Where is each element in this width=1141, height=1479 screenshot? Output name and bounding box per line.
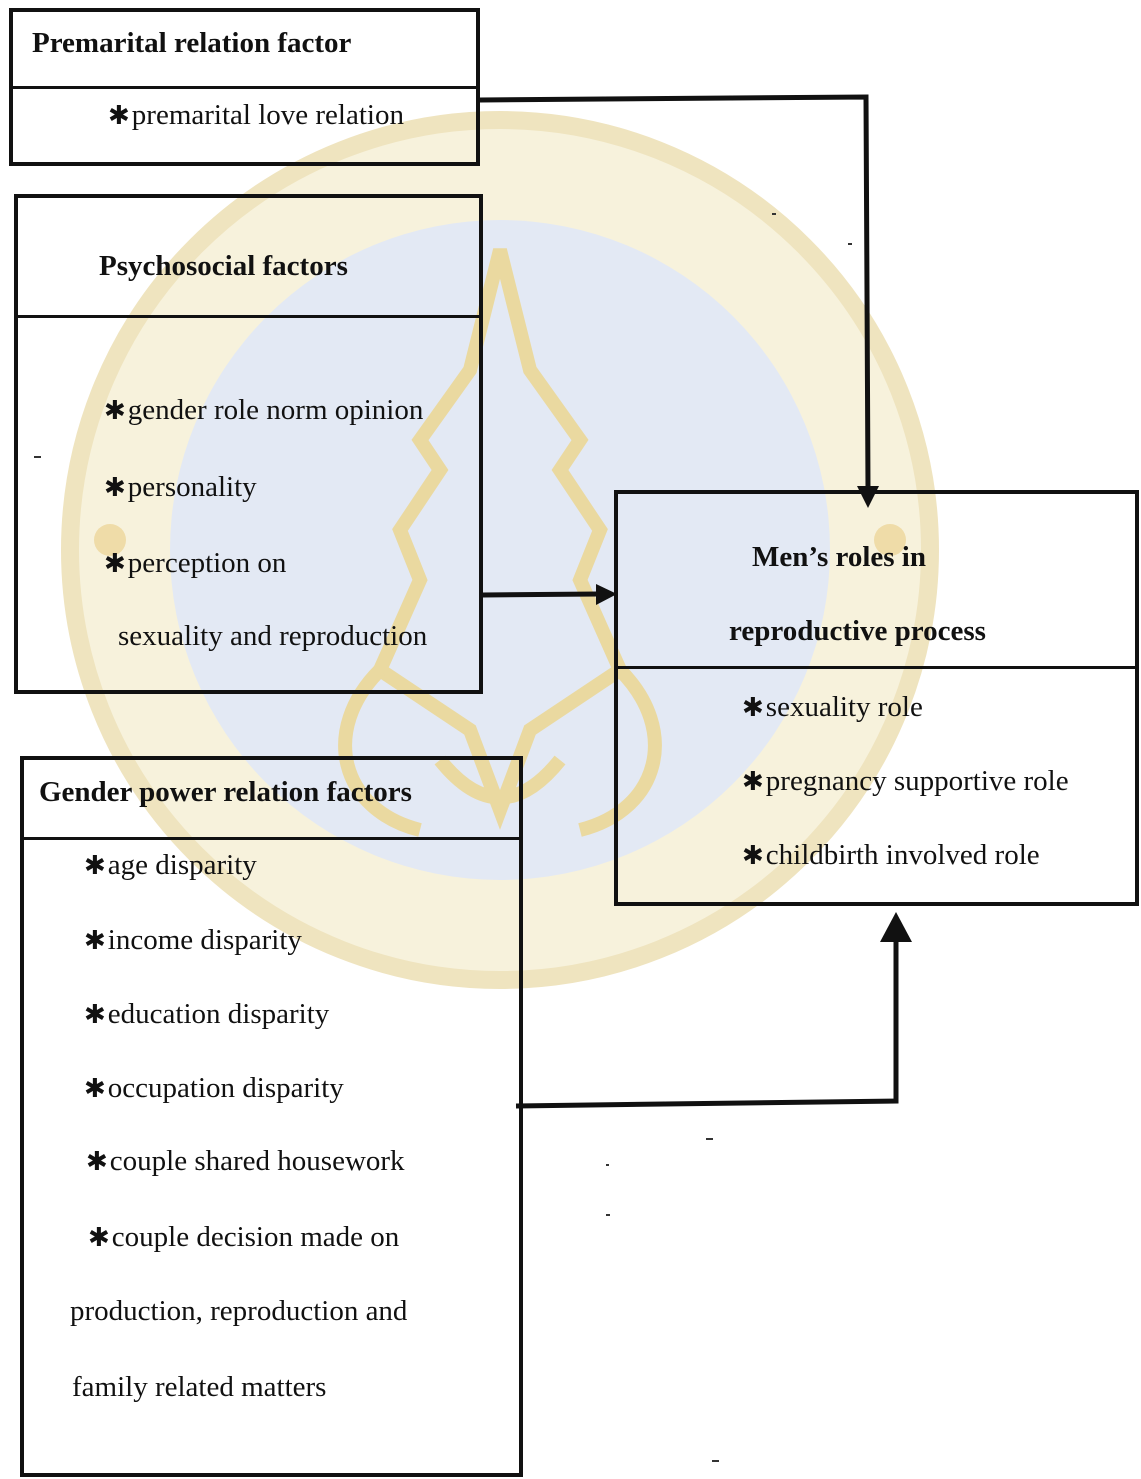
bullet-star-icon: ✱: [742, 693, 764, 722]
psychosocial-to-mens-roles-connector: [482, 591, 599, 598]
list-item: ✱personality: [104, 471, 257, 503]
list-item-continuation: family related matters: [72, 1371, 327, 1403]
scan-speck: [712, 1460, 719, 1462]
list-item: ✱sexuality role: [742, 691, 923, 723]
list-item: ✱age disparity: [84, 849, 257, 881]
scan-speck: [34, 456, 41, 458]
bullet-star-icon: ✱: [88, 1223, 110, 1252]
list-item: ✱childbirth involved role: [742, 839, 1040, 871]
arrowhead-down-icon: [857, 486, 879, 508]
scan-speck: [606, 1214, 610, 1216]
bullet-star-icon: ✱: [104, 549, 126, 578]
mens-roles-title-line1: Men’s roles in: [752, 541, 926, 573]
arrowhead-right-icon: [596, 584, 617, 605]
bullet-star-icon: ✱: [84, 926, 106, 955]
scan-speck: [772, 213, 776, 215]
bullet-star-icon: ✱: [104, 473, 126, 502]
mens-roles-box: Men’s roles in reproductive process ✱sex…: [614, 490, 1139, 906]
list-item: ✱income disparity: [84, 924, 302, 956]
list-item: ✱perception on: [104, 547, 287, 579]
list-item: ✱couple decision made on: [88, 1221, 400, 1253]
psychosocial-factors-title: Psychosocial factors: [18, 198, 479, 318]
list-item: ✱pregnancy supportive role: [742, 765, 1069, 797]
list-item: ✱occupation disparity: [84, 1072, 344, 1104]
list-item-continuation: production, reproduction and: [70, 1295, 408, 1327]
scan-speck: [706, 1138, 713, 1140]
list-item: ✱education disparity: [84, 998, 330, 1030]
bullet-star-icon: ✱: [742, 767, 764, 796]
bullet-star-icon: ✱: [86, 1147, 108, 1176]
bullet-star-icon: ✱: [742, 841, 764, 870]
gender-power-relation-box: Gender power relation factors ✱age dispa…: [20, 756, 523, 1477]
premarital-relation-box: Premarital relation factor ✱premarital l…: [9, 8, 480, 166]
arrowhead-up-icon: [880, 912, 912, 942]
bullet-star-icon: ✱: [84, 851, 106, 880]
list-item: ✱gender role norm opinion: [104, 394, 424, 426]
psychosocial-factors-box: Psychosocial factors ✱gender role norm o…: [14, 194, 483, 694]
scan-speck: [848, 243, 852, 245]
premarital-to-mens-roles-connector: [479, 94, 871, 489]
list-item-continuation: sexuality and reproduction: [118, 620, 428, 652]
mens-roles-title-line2: reproductive process: [729, 615, 986, 647]
university-seal-watermark: [61, 111, 939, 989]
list-item: ✱premarital love relation: [108, 99, 404, 131]
bullet-star-icon: ✱: [108, 101, 130, 130]
bullet-star-icon: ✱: [104, 396, 126, 425]
premarital-relation-title: Premarital relation factor: [13, 12, 476, 89]
list-item: ✱couple shared housework: [86, 1145, 405, 1177]
bullet-star-icon: ✱: [84, 1000, 106, 1029]
scan-speck: [606, 1164, 609, 1166]
gender-power-to-mens-roles-connector: [515, 940, 899, 1109]
gender-power-relation-title: Gender power relation factors: [24, 760, 519, 840]
bullet-star-icon: ✱: [84, 1074, 106, 1103]
mens-roles-title: Men’s roles in reproductive process: [618, 494, 1135, 669]
